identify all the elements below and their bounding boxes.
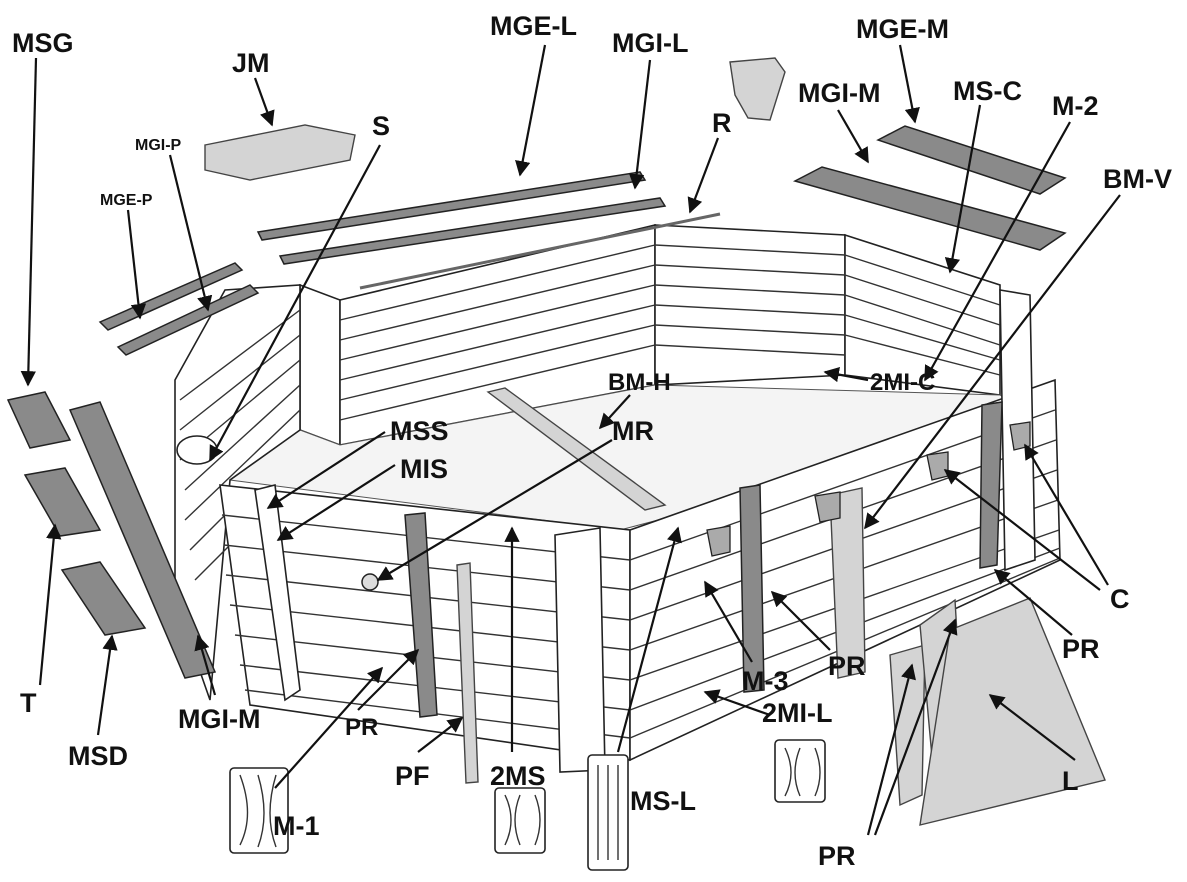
arrow-s (209, 144, 381, 462)
arrow-m-1 (274, 666, 384, 789)
arrow-2mi-l (703, 689, 771, 717)
label-t: T (20, 688, 37, 718)
label-s: S (372, 111, 390, 141)
back-wall-right-a (654, 224, 846, 386)
label-pr-left: PR (345, 714, 378, 741)
edge-board-mge-l (256, 171, 647, 241)
wood-section-2ms (494, 787, 546, 854)
label-m-3: M-3 (742, 666, 789, 696)
label-jm: JM (232, 48, 270, 78)
arrow-jm (253, 77, 275, 127)
arrow-m-2 (924, 121, 1071, 382)
joint-plate (204, 124, 356, 181)
left-ladder-post (254, 484, 301, 702)
arrow-pr-bottom-2 (873, 618, 958, 836)
arrow-pr-bottom-1 (866, 663, 916, 836)
arrow-msd (96, 634, 118, 736)
label-bm-h: BM-H (608, 369, 671, 396)
back-wall-planks (339, 244, 1001, 421)
label-mgi-m-left: MGI-M (178, 704, 260, 734)
label-mge-p: MGE-P (100, 192, 153, 209)
label-r: R (712, 108, 732, 138)
label-pr-right: PR (1062, 634, 1100, 664)
arrow-mis (276, 464, 396, 541)
arrow-bm-v (864, 194, 1121, 530)
arrow-pf (417, 717, 464, 753)
arrow-pr-right (993, 569, 1073, 636)
ladder-step-1 (6, 391, 72, 449)
wood-sections (229, 739, 826, 871)
edge-board-mgi-l (278, 197, 667, 265)
arrow-ms-l (616, 526, 682, 753)
arrow-mgi-l (628, 59, 652, 190)
arrow-mgi-m-left (194, 634, 217, 696)
front-corner-post (554, 527, 606, 773)
rail (359, 212, 721, 290)
label-c: C (1110, 584, 1130, 614)
arrow-c-1 (1024, 443, 1109, 586)
label-l: L (1062, 766, 1079, 796)
ladder-stringer (68, 401, 217, 679)
label-pf: PF (395, 761, 430, 791)
ladder-step-3 (60, 561, 147, 636)
arrow-mgi-m-top (837, 109, 869, 164)
arrow-l (988, 694, 1076, 761)
arrow-ms-c (944, 104, 982, 274)
label-m-1: M-1 (273, 811, 320, 841)
arrow-mr (376, 439, 613, 581)
arrow-mgi-p (168, 154, 213, 312)
label-mss: MSS (390, 416, 449, 446)
label-mge-l: MGE-L (490, 11, 577, 41)
return-nozzle (361, 573, 379, 591)
label-ms-c: MS-C (953, 76, 1022, 106)
label-msd: MSD (68, 741, 128, 771)
back-wall-left (299, 283, 341, 447)
rail-clip (729, 57, 786, 121)
fixing-post (456, 562, 479, 784)
vertical-beam (829, 487, 866, 679)
label-mge-m: MGE-M (856, 14, 949, 44)
label-pr-center: PR (828, 651, 866, 681)
label-pr-bottom: PR (818, 841, 856, 871)
label-mgi-p: MGI-P (135, 137, 182, 154)
arrow-bm-h (598, 394, 631, 430)
label-m-2: M-2 (1052, 91, 1099, 121)
label-2ms: 2MS (490, 761, 546, 791)
label-bm-v: BM-V (1103, 164, 1172, 194)
arrow-r (687, 137, 720, 214)
arrow-pr-left (357, 648, 420, 711)
label-mr: MR (612, 416, 654, 446)
label-2mi-c: 2MI-C (870, 369, 935, 396)
wedge-2 (814, 491, 841, 523)
arrow-msg (20, 57, 38, 387)
arrow-mge-l (515, 44, 547, 177)
ladder-step-2 (23, 467, 102, 537)
reinforcement-post-right (979, 401, 1003, 569)
label-mgi-m-top: MGI-M (798, 78, 880, 108)
part-labels: MSG JM MGI-P MGE-P S MGE-L MGI-L R MGE-M… (12, 11, 1172, 871)
wedge-4 (1009, 421, 1031, 451)
wedge-1 (706, 525, 731, 557)
leader-arrows (20, 44, 1121, 836)
edge-board-mge-m (876, 125, 1067, 195)
floor-beam (486, 387, 667, 511)
post-piece-1 (889, 644, 926, 807)
arrow-mss (266, 431, 386, 509)
label-mis: MIS (400, 454, 448, 484)
arrow-t (38, 523, 62, 686)
arrow-mge-m (898, 44, 920, 124)
reinforcement-post-center (739, 484, 765, 693)
arrow-2mi-c (823, 366, 869, 383)
label-2mi-l: 2MI-L (762, 698, 833, 728)
arrow-pr-center (770, 590, 831, 651)
label-mgi-l: MGI-L (612, 28, 688, 58)
label-msg: MSG (12, 28, 74, 58)
arrow-mge-p (126, 209, 147, 320)
arrow-m-3 (704, 580, 753, 663)
arrow-c-2 (943, 469, 1101, 591)
label-ms-l: MS-L (630, 786, 696, 816)
